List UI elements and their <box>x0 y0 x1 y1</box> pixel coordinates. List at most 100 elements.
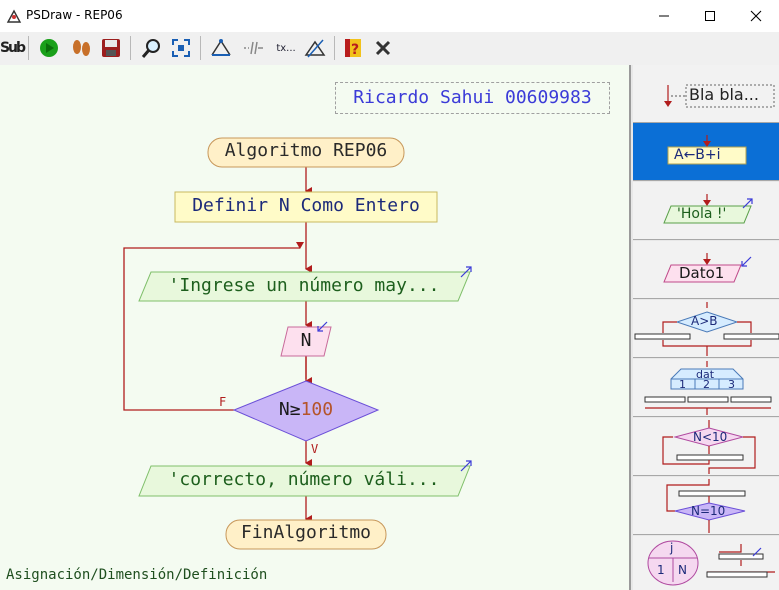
start-label: Algoritmo REP06 <box>224 140 388 161</box>
output-arrow-icon <box>460 460 472 472</box>
input-label: N <box>300 330 312 351</box>
end-terminal[interactable] <box>225 519 387 550</box>
minimize-button[interactable] <box>641 0 687 32</box>
instruction-palette: Bla bla... A←B+i 'Hola !' Dato1 <box>629 65 779 590</box>
style-tool-button[interactable] <box>302 35 328 61</box>
expand-icon <box>172 39 190 57</box>
status-text: Asignación/Dimensión/Definición <box>6 567 268 583</box>
subprocess-button[interactable]: Sub <box>0 35 26 61</box>
palette-comment[interactable]: Bla bla... <box>633 65 779 123</box>
close-button[interactable] <box>733 0 779 32</box>
flowchart-drawing <box>123 137 472 550</box>
author-comment[interactable]: Ricardo Sahui 00609983 <box>335 82 610 114</box>
read-tool-icon <box>663 253 752 283</box>
write-sample-label: 'Hola !' <box>677 206 727 222</box>
help-button[interactable]: ? <box>340 35 366 61</box>
toolbar-separator <box>200 36 201 60</box>
output-arrow-icon <box>466 266 472 272</box>
save-button[interactable] <box>98 35 124 61</box>
read-sample-label: Dato1 <box>679 264 725 282</box>
while-sample-label: N<10 <box>693 430 728 444</box>
sub-label: Sub <box>0 40 26 56</box>
for-variable-label: j <box>670 541 674 555</box>
toolbar-separator <box>28 36 29 60</box>
diagram-connector-icon <box>211 39 231 56</box>
switch-case-3: 3 <box>728 378 735 391</box>
toolbar: Sub tx... ? <box>0 32 779 65</box>
input-arrow-icon <box>317 326 323 332</box>
footprints-icon <box>73 40 90 56</box>
switch-case-2: 2 <box>703 378 710 391</box>
comment-lines-icon <box>244 41 263 55</box>
comment-sample-label: Bla bla... <box>689 85 759 104</box>
for-end-label: N <box>678 563 687 577</box>
output-parallelogram-1[interactable] <box>138 271 471 302</box>
palette-read[interactable]: Dato1 <box>633 241 779 299</box>
define-box[interactable] <box>174 191 438 223</box>
output-arrow-icon <box>460 266 472 278</box>
maximize-button[interactable] <box>687 0 733 32</box>
step-by-step-button[interactable] <box>68 35 94 61</box>
palette-write[interactable]: 'Hola !' <box>633 182 779 240</box>
text-tool-button[interactable]: tx... <box>272 35 300 61</box>
false-branch-label: F <box>219 395 227 409</box>
palette-if[interactable]: A>B <box>633 300 779 358</box>
psdraw-app-icon <box>6 9 22 23</box>
fit-to-window-button[interactable] <box>168 35 194 61</box>
connector-tool-button[interactable] <box>208 35 234 61</box>
output-parallelogram-2[interactable] <box>138 465 471 497</box>
condition-label: N≥100 <box>234 399 378 420</box>
run-icon <box>40 39 58 57</box>
palette-assign[interactable]: A←B+i <box>633 123 779 181</box>
if-sample-label: A>B <box>691 314 718 328</box>
output-arrow-icon <box>466 460 472 466</box>
text-tool-label: tx... <box>276 42 296 54</box>
magnifier-icon <box>141 39 160 58</box>
save-icon <box>102 39 120 57</box>
svg-text:?: ? <box>351 42 359 58</box>
drawing-style-icon <box>304 39 326 58</box>
toolbar-separator <box>130 36 131 60</box>
assign-sample-label: A←B+i <box>674 147 721 163</box>
output-label-2: 'correcto, número váli... <box>168 469 440 490</box>
flowchart-canvas[interactable]: Ricardo Sahui 00609983 <box>0 65 629 590</box>
repeat-tool-icon <box>666 479 746 533</box>
for-tool-icon <box>647 540 775 586</box>
close-document-button[interactable] <box>370 35 396 61</box>
run-button[interactable] <box>36 35 62 61</box>
toolbar-separator <box>334 36 335 60</box>
loop-back-line <box>123 242 304 411</box>
palette-repeat[interactable]: N=10 <box>633 477 779 535</box>
true-branch-label: V <box>311 442 319 456</box>
close-icon <box>750 10 762 22</box>
palette-switch[interactable]: dat 1 2 3 <box>633 359 779 417</box>
input-arrow-icon <box>317 321 328 332</box>
zoom-button[interactable] <box>138 35 164 61</box>
output-label-1: 'Ingrese un número may... <box>168 275 440 296</box>
window-title: PSDraw - REP06 <box>26 8 123 22</box>
close-x-icon <box>375 40 391 56</box>
minimize-icon <box>659 15 669 17</box>
define-label: Definir N Como Entero <box>192 195 420 216</box>
while-tool-icon <box>662 420 756 474</box>
switch-case-1: 1 <box>679 378 686 391</box>
assign-tool-icon <box>667 135 747 165</box>
start-terminal[interactable] <box>207 137 405 168</box>
condition-variable: N≥ <box>278 399 301 420</box>
end-label: FinAlgoritmo <box>240 522 372 543</box>
if-tool-icon <box>634 302 779 356</box>
palette-for[interactable]: j 1 N <box>633 536 779 590</box>
help-icon: ? <box>345 39 361 58</box>
input-parallelogram[interactable] <box>280 326 332 357</box>
repeat-sample-label: N=10 <box>691 504 726 518</box>
decision-diamond[interactable] <box>232 380 380 442</box>
switch-variable-label: dat <box>696 368 715 381</box>
switch-tool-icon <box>644 361 772 415</box>
comments-toggle-button[interactable] <box>240 35 266 61</box>
maximize-icon <box>705 11 715 21</box>
palette-while[interactable]: N<10 <box>633 418 779 476</box>
condition-value: 100 <box>300 399 334 420</box>
for-start-label: 1 <box>657 563 665 577</box>
write-tool-icon <box>663 194 753 224</box>
comment-tool-icon <box>664 84 775 108</box>
